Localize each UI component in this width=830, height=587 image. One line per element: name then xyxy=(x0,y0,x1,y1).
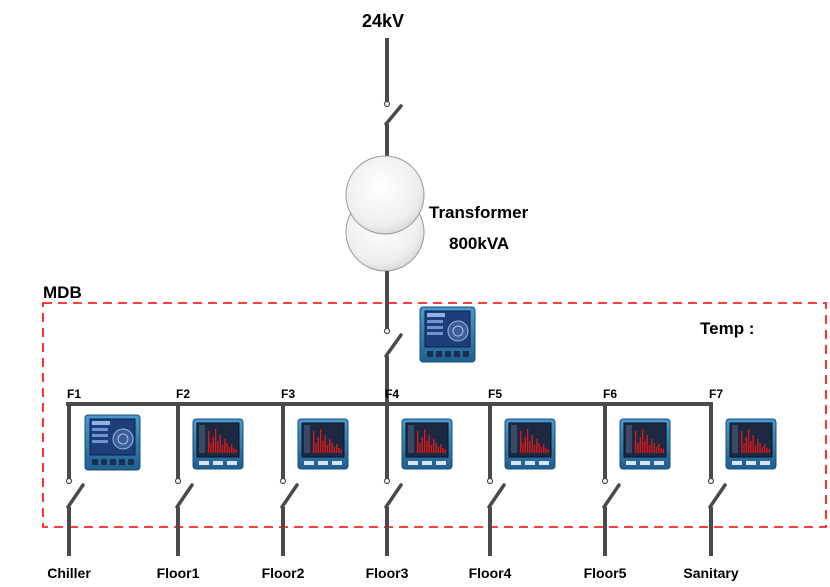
breaker-contact xyxy=(65,477,73,485)
breaker-blade xyxy=(280,483,299,509)
feeder-id-label: F6 xyxy=(603,387,617,401)
feeder-id-label: F2 xyxy=(176,387,190,401)
incoming-line xyxy=(383,38,403,170)
breaker-contact xyxy=(707,477,715,485)
harmonic-meter-icon xyxy=(401,418,453,470)
harmonic-meter-icon xyxy=(619,418,671,470)
feeder-id-label: F1 xyxy=(67,387,81,401)
feeder-id-label: F7 xyxy=(709,387,723,401)
mdb-boundary xyxy=(42,302,827,528)
power-analyzer-icon xyxy=(84,414,141,471)
load-label: Floor2 xyxy=(262,565,305,581)
breaker-contact xyxy=(601,477,609,485)
main-breaker xyxy=(383,271,403,404)
feeder-id-label: F3 xyxy=(281,387,295,401)
feeder-id-label: F5 xyxy=(488,387,502,401)
feeder-id-label: F4 xyxy=(385,387,399,401)
load-label: Chiller xyxy=(47,565,91,581)
breaker-blade xyxy=(384,483,403,509)
transformer-symbol xyxy=(345,155,425,272)
load-label: Sanitary xyxy=(683,565,738,581)
breaker-blade xyxy=(487,483,506,509)
load-label: Floor3 xyxy=(366,565,409,581)
transformer-rating: 800kVA xyxy=(449,234,509,253)
breaker-blade xyxy=(175,483,194,509)
breaker-contact xyxy=(174,477,182,485)
supply-voltage-label: 24kV xyxy=(362,11,404,31)
breaker-blade xyxy=(602,483,621,509)
harmonic-meter-icon xyxy=(725,418,777,470)
harmonic-meter-icon xyxy=(192,418,244,470)
breaker-contact xyxy=(383,477,391,485)
breaker-contact xyxy=(486,477,494,485)
breaker-blade xyxy=(66,483,85,509)
main-power-analyzer xyxy=(419,306,476,363)
mdb-label: MDB xyxy=(43,283,82,302)
temp-label: Temp : xyxy=(700,319,754,338)
harmonic-meter-icon xyxy=(297,418,349,470)
load-label: Floor1 xyxy=(157,565,200,581)
transformer-name: Transformer xyxy=(429,203,529,222)
harmonic-meter-icon xyxy=(504,418,556,470)
load-label: Floor4 xyxy=(469,565,512,581)
breaker-contact xyxy=(279,477,287,485)
load-label: Floor5 xyxy=(584,565,627,581)
breaker-blade xyxy=(708,483,727,509)
feeders: F1ChillerF2Floor1F3Floor2F4Floor3F5Floor… xyxy=(47,387,777,581)
